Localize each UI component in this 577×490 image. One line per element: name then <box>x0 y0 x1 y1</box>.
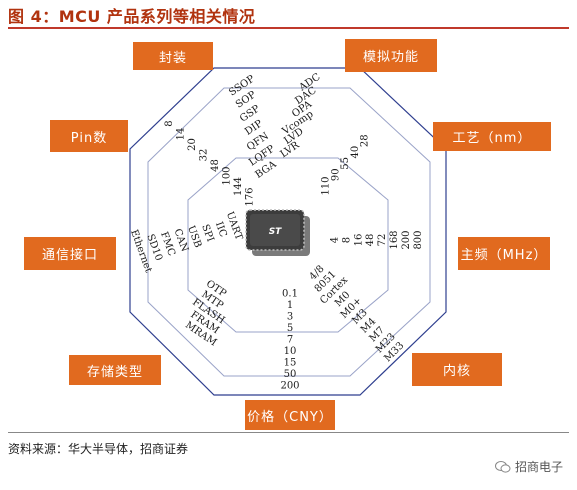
category-pins: Pin数 <box>50 120 128 152</box>
figure-title: 图 4：MCU 产品系列等相关情况 <box>8 7 256 26</box>
wechat-icon <box>494 460 511 473</box>
brand-watermark: 招商电子 <box>494 458 563 475</box>
value-pins-5: 20 <box>187 138 198 151</box>
value-pins-7: 8 <box>164 120 175 126</box>
bottom-rule <box>8 432 569 433</box>
value-process-1: 90 <box>330 168 341 181</box>
value-pins-3: 48 <box>210 159 221 172</box>
chip-image: ST <box>245 209 310 256</box>
value-interface-0: UART <box>224 210 244 242</box>
value-frequency-1: 8 <box>341 237 352 243</box>
value-price-7: 50 <box>284 369 297 380</box>
value-price-8: 200 <box>280 381 299 392</box>
value-frequency-5: 168 <box>389 230 400 249</box>
value-pins-0: 176 <box>245 187 256 206</box>
value-pins-2: 100 <box>222 166 233 185</box>
value-frequency-0: 4 <box>330 237 341 243</box>
value-process-3: 40 <box>350 146 361 159</box>
category-frequency: 主频（MHz） <box>458 237 550 270</box>
category-package: 封装 <box>133 42 213 70</box>
value-interface-1: IIC <box>213 220 229 239</box>
value-frequency-7: 800 <box>413 230 424 249</box>
outer-octagon <box>129 67 447 396</box>
value-price-2: 3 <box>287 312 293 323</box>
value-process-4: 28 <box>360 134 371 147</box>
value-frequency-2: 16 <box>353 234 364 247</box>
category-core: 内核 <box>412 353 502 386</box>
value-pins-6: 14 <box>176 128 187 141</box>
brand-name: 招商电子 <box>514 460 563 474</box>
inner-octagon <box>187 157 389 333</box>
value-frequency-3: 48 <box>365 234 376 247</box>
category-price: 价格（CNY） <box>245 400 335 430</box>
category-storage: 存储类型 <box>69 355 161 385</box>
value-pins-4: 32 <box>199 149 210 162</box>
value-process-2: 55 <box>340 157 351 170</box>
chip-logo: ST <box>269 227 282 237</box>
value-pins-1: 144 <box>233 177 244 196</box>
value-frequency-6: 200 <box>401 230 412 249</box>
category-process: 工艺（nm） <box>433 122 551 151</box>
category-analog: 模拟功能 <box>345 39 437 72</box>
value-frequency-4: 72 <box>377 234 388 247</box>
value-process-0: 110 <box>321 176 332 195</box>
value-price-4: 7 <box>287 335 293 346</box>
value-price-3: 5 <box>287 323 293 334</box>
value-price-5: 10 <box>284 346 297 357</box>
source-note: 资料来源：华大半导体，招商证券 <box>8 442 189 456</box>
title-rule <box>8 27 569 29</box>
middle-octagon <box>147 87 431 377</box>
value-price-1: 1 <box>287 300 293 311</box>
value-price-6: 15 <box>284 358 297 369</box>
value-price-0: 0.1 <box>282 289 298 300</box>
category-interface: 通信接口 <box>24 237 116 270</box>
